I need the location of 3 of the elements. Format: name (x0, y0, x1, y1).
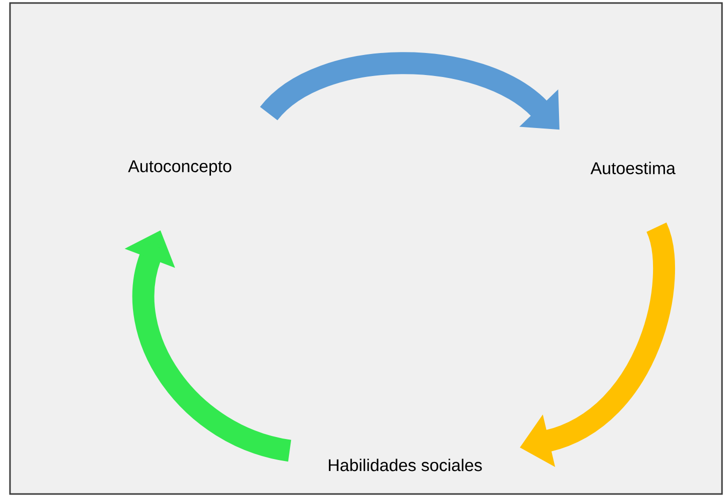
node-label: Autoconcepto (128, 160, 232, 176)
node-label: Habilidades sociales (328, 458, 482, 472)
node-label: Autoestima (590, 162, 676, 174)
